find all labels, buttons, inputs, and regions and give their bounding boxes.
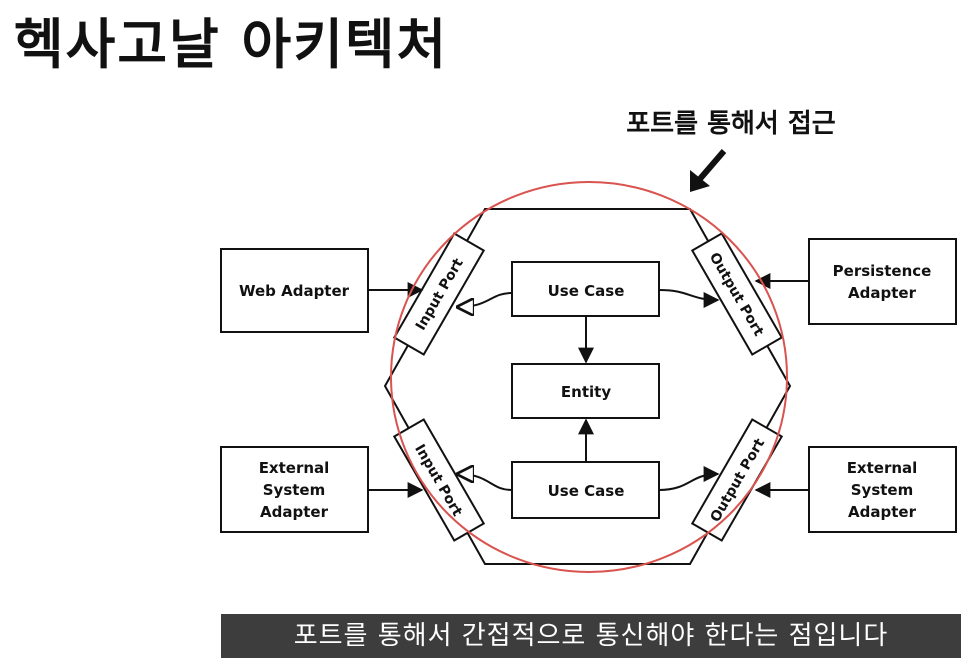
external-system-adapter-left: External System Adapter <box>220 446 369 533</box>
subtitle-caption: 포트를 통해서 간접적으로 통신해야 한다는 점입니다 <box>221 614 961 658</box>
external-right-line-2: System <box>851 481 913 499</box>
web-adapter-label: Web Adapter <box>239 282 350 300</box>
use-case-bottom-label: Use Case <box>548 482 625 500</box>
external-left-line-1: External <box>259 459 330 477</box>
persistence-line-1: Persistence <box>833 262 932 280</box>
arrow-usecase-bottom-to-output-port <box>658 466 720 491</box>
use-case-bottom: Use Case <box>511 461 660 519</box>
arrow-usecase-bottom-to-input-port <box>458 474 513 491</box>
arrow-usecase-top-to-input-port <box>458 292 513 307</box>
entity-label: Entity <box>561 383 611 401</box>
output-port-top: Output Port <box>690 232 784 356</box>
page-title: 헥사고날 아키텍처 <box>14 13 449 76</box>
entity: Entity <box>511 363 660 419</box>
arrow-usecase-top-to-output-port <box>658 289 720 308</box>
external-system-adapter-right: External System Adapter <box>808 446 957 533</box>
external-right-line-3: Adapter <box>848 503 917 521</box>
persistence-adapter: Persistence Adapter <box>808 238 957 325</box>
external-right-line-1: External <box>847 459 918 477</box>
external-left-line-2: System <box>263 481 325 499</box>
use-case-top-label: Use Case <box>548 282 625 300</box>
web-adapter: Web Adapter <box>220 248 369 333</box>
use-case-top: Use Case <box>511 261 660 317</box>
highlight-circle <box>390 181 788 573</box>
annotation-text: 포트를 통해서 접근 <box>626 109 836 139</box>
persistence-line-2: Adapter <box>848 284 917 302</box>
annotation-arrow-icon <box>690 149 727 192</box>
external-left-line-3: Adapter <box>260 503 329 521</box>
